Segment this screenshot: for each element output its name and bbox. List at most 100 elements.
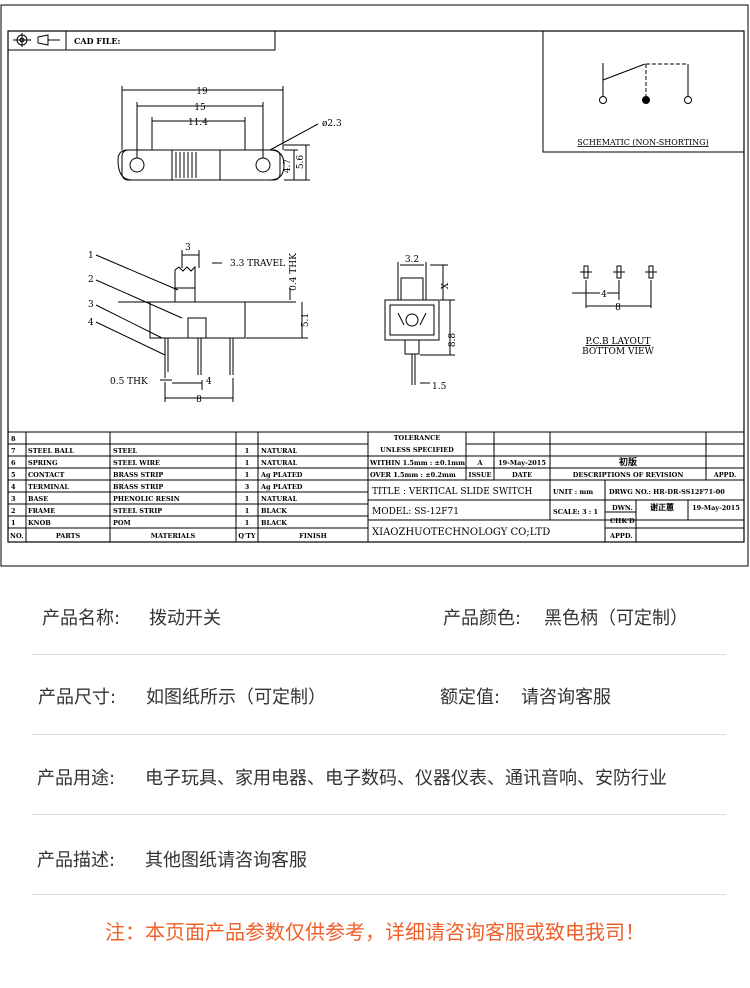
spec-row-name: 产品名称: 拨动开关 产品颜色: 黑色柄（可定制） xyxy=(32,574,726,655)
dim-8: 8 xyxy=(196,395,202,405)
callout-4: 4 xyxy=(88,318,94,328)
parts-cell-part: BASE xyxy=(28,495,48,503)
dim-4-7: 4.7 xyxy=(283,159,293,174)
parts-cell-finish: Ag PLATED xyxy=(260,483,303,491)
drawn-by: 谢正蕙 xyxy=(650,502,674,512)
revision-desc-label: DESCRIPTIONS OF REVISION xyxy=(573,471,684,479)
dim-hole-diameter: ø2.3 xyxy=(322,119,342,129)
parts-cell-part: STEEL BALL xyxy=(28,447,74,455)
side-view xyxy=(384,262,455,385)
parts-cell-qty: 1 xyxy=(245,495,250,503)
use-label: 产品用途: xyxy=(37,768,116,789)
dim-3: 3 xyxy=(185,243,191,253)
parts-header-material: MATERIALS xyxy=(151,532,196,540)
unit-label: UNIT : mm xyxy=(553,488,593,496)
revision-description: 初版 xyxy=(619,456,637,468)
rating-label: 额定值: xyxy=(440,687,501,708)
parts-cell-part: KNOB xyxy=(28,519,51,527)
approved-label-2: APPD. xyxy=(609,532,633,540)
color-label: 产品颜色: xyxy=(443,608,522,629)
dim-4: 4 xyxy=(206,377,212,387)
parts-cell-finish: BLACK xyxy=(261,507,287,515)
parts-cell-material: PHENOLIC RESIN xyxy=(113,495,180,503)
unless-label: UNLESS SPECIFIED xyxy=(380,446,454,454)
parts-cell-no: 4 xyxy=(11,483,16,491)
dim-11-4: 11.4 xyxy=(188,118,208,128)
parts-cell-no: 8 xyxy=(11,435,16,443)
tolerance-over: OVER 1.5mm : ±0.2mm xyxy=(370,471,456,479)
dim-x: X xyxy=(441,282,451,289)
parts-cell-no: 2 xyxy=(11,507,16,515)
spec-row-use: 产品用途: 电子玩具、家用电器、电子数码、仪器仪表、通讯音响、安防行业 xyxy=(32,734,726,815)
parts-cell-part: TERMINAL xyxy=(28,483,69,491)
dim-8-8: 8.8 xyxy=(448,333,458,348)
scale-label: SCALE: 3 : 1 xyxy=(553,508,598,516)
dim-5-6: 5.6 xyxy=(296,155,306,170)
parts-cell-qty: 3 xyxy=(245,483,250,491)
dim-3-2: 3.2 xyxy=(405,255,419,265)
parts-cell-no: 7 xyxy=(11,447,16,455)
tolerance-label: TOLERANCE xyxy=(394,434,441,442)
date-label: DATE xyxy=(512,471,532,479)
pcb-dim-4: 4 xyxy=(601,290,607,300)
name-value: 拨动开关 xyxy=(149,608,221,629)
cad-file-label: CAD FILE: xyxy=(74,36,120,46)
parts-cell-material: STEEL xyxy=(113,447,137,455)
drawing-title: TITLE : VERTICAL SLIDE SWITCH xyxy=(372,487,533,497)
color-value: 黑色柄（可定制） xyxy=(544,608,688,629)
front-view xyxy=(95,250,308,402)
pcb-title: P.C.B LAYOUT xyxy=(585,337,650,347)
parts-cell-no: 5 xyxy=(11,471,16,479)
company-name: XIAOZHUOTECHNOLOGY CO;LTD xyxy=(372,527,550,538)
parts-cell-finish: BLACK xyxy=(261,519,287,527)
parts-cell-material: STEEL WIRE xyxy=(113,459,160,467)
parts-cell-qty: 1 xyxy=(245,519,250,527)
approved-label: APPD. xyxy=(713,471,737,479)
parts-cell-material: STEEL STRIP xyxy=(113,507,162,515)
callout-3: 3 xyxy=(88,300,94,310)
name-label: 产品名称: xyxy=(42,608,121,629)
spec-row-size: 产品尺寸: 如图纸所示（可定制） 额定值: 请咨询客服 xyxy=(32,654,726,735)
parts-cell-qty: 1 xyxy=(245,459,250,467)
parts-header-finish: FINISH xyxy=(299,532,326,540)
desc-label: 产品描述: xyxy=(37,850,116,871)
parts-header-qty: Q'TY xyxy=(238,532,255,540)
parts-cell-qty: 1 xyxy=(245,447,250,455)
parts-cell-finish: NATURAL xyxy=(261,447,298,455)
checked-label: CHK'D xyxy=(610,517,635,525)
parts-header-part: PARTS xyxy=(56,532,81,540)
parts-cell-no: 6 xyxy=(11,459,16,467)
tolerance-within: WITHIN 1.5mm : ±0.1mm xyxy=(369,459,465,467)
issue-label: ISSUE xyxy=(469,471,492,479)
size-value: 如图纸所示（可定制） xyxy=(146,687,326,708)
parts-cell-finish: NATURAL xyxy=(261,459,298,467)
parts-cell-qty: 1 xyxy=(245,507,250,515)
drawing-number: DRWG NO.: HR-DR-SS12F71-00 xyxy=(609,488,725,496)
drawn-date: 19-May-2015 xyxy=(692,504,740,512)
parts-cell-finish: Ag PLATED xyxy=(260,471,303,479)
schematic-symbol xyxy=(599,63,692,104)
use-value: 电子玩具、家用电器、电子数码、仪器仪表、通讯音响、安防行业 xyxy=(145,768,667,789)
parts-cell-qty: 1 xyxy=(245,471,250,479)
title-block-grid xyxy=(367,431,745,543)
parts-cell-material: POM xyxy=(113,519,131,527)
parts-table-grid xyxy=(7,431,369,543)
parts-cell-material: BRASS STRIP xyxy=(113,471,163,479)
rating-value: 请咨询客服 xyxy=(521,687,611,708)
parts-cell-part: CONTACT xyxy=(28,471,64,479)
model-label: MODEL: SS-12F71 xyxy=(372,507,459,517)
parts-cell-part: SPRING xyxy=(28,459,58,467)
engineering-drawing: CAD FILE: SCHEMATIC (NON-SHORTING) 19 15… xyxy=(0,4,749,567)
dim-travel: 3.3 TRAVEL xyxy=(230,259,285,269)
projection-symbol-icon xyxy=(13,33,60,47)
revision-letter: A xyxy=(476,459,483,467)
product-specs: 产品名称: 拨动开关 产品颜色: 黑色柄（可定制） 产品尺寸: 如图纸所示（可定… xyxy=(0,567,750,988)
dim-thk-0-4: 0.4 THK xyxy=(289,253,299,291)
parts-cell-part: FRAME xyxy=(28,507,55,515)
parts-cell-finish: NATURAL xyxy=(261,495,298,503)
callout-2: 2 xyxy=(88,275,94,285)
drawn-label: DWN. xyxy=(612,504,633,512)
schematic-title: SCHEMATIC (NON-SHORTING) xyxy=(577,138,708,147)
pcb-subtitle: BOTTOM VIEW xyxy=(582,347,654,357)
spec-row-desc: 产品描述: 其他图纸请咨询客服 xyxy=(32,814,726,895)
